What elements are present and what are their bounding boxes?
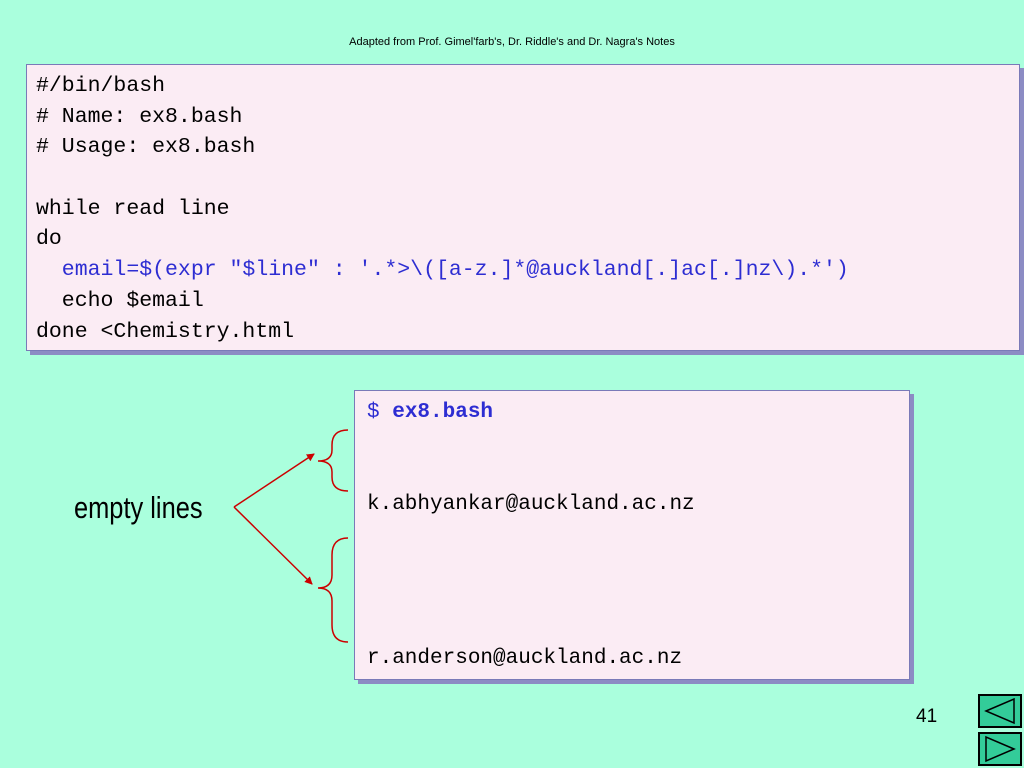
terminal-output-box: $ ex8.bash k.abhyankar@auckland.ac.nz r.… <box>354 390 910 680</box>
code-line: done <Chemistry.html <box>36 319 295 344</box>
lower-brace-icon <box>317 537 349 643</box>
code-line: #/bin/bash <box>36 74 166 98</box>
slide-header: Adapted from Prof. Gimel'farb's, Dr. Rid… <box>349 36 675 48</box>
terminal-output-line: k.abhyankar@auckland.ac.nz <box>367 493 695 516</box>
code-line: # Usage: ex8.bash <box>36 135 256 160</box>
code-line: while read line <box>36 196 230 221</box>
triangle-right-icon <box>985 735 1016 763</box>
terminal-command-line: $ ex8.bash <box>367 400 493 426</box>
terminal-prompt: $ <box>367 401 393 424</box>
lower-arrow-icon <box>233 506 313 585</box>
triangle-left-icon <box>984 697 1015 725</box>
previous-slide-button[interactable] <box>978 694 1022 728</box>
page-number: 41 <box>916 706 938 727</box>
code-line: # Name: ex8.bash <box>36 104 243 129</box>
script-code-box: #/bin/bash # Name: ex8.bash # Usage: ex8… <box>26 64 1020 351</box>
empty-lines-label: empty lines <box>74 490 203 525</box>
code-line: do <box>36 227 62 252</box>
next-slide-button[interactable] <box>978 732 1022 766</box>
terminal-output-line: r.anderson@auckland.ac.nz <box>367 647 683 670</box>
upper-brace-icon <box>317 429 349 492</box>
script-code-lines: #/bin/bash # Name: ex8.bash # Usage: ex8… <box>36 71 849 347</box>
upper-arrow-icon <box>233 453 315 508</box>
code-line: echo $email <box>36 288 204 313</box>
terminal-command: ex8.bash <box>392 401 494 424</box>
code-line-highlighted: email=$(expr "$line" : '.*>\([a-z.]*@auc… <box>36 258 849 283</box>
